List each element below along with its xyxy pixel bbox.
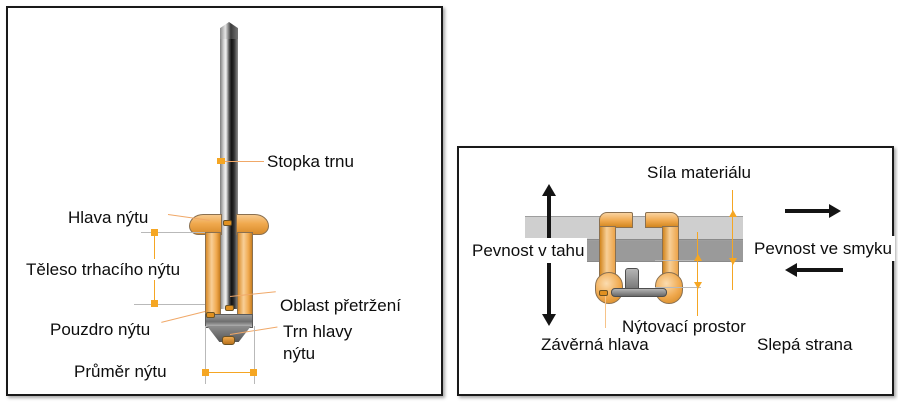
mandrel-head-marker xyxy=(222,336,235,345)
tension-arrow-head-up xyxy=(542,184,556,196)
rivet-joint-panel: Síla materiálu Nýtovací prostor Pevnost … xyxy=(457,146,895,396)
head-flange-marker xyxy=(223,220,232,226)
label-shear-strength: Pevnost ve smyku xyxy=(751,236,895,261)
rivet-body-left-wall xyxy=(205,232,221,318)
dim-arrow-riveting-top xyxy=(694,254,702,261)
label-tensile-strength: Pevnost v tahu xyxy=(469,238,588,263)
label-riveting-space: Nýtovací prostor xyxy=(622,316,746,337)
ext-line-diam-left xyxy=(205,326,206,384)
sleeve-marker xyxy=(206,312,215,318)
label-blind-side: Slepá strana xyxy=(757,334,853,355)
label-rivet-head: Hlava nýtu xyxy=(68,207,149,228)
shear-arrow-head-left xyxy=(785,263,797,277)
rivet-illustration xyxy=(189,22,269,362)
ext-line-body-bottom xyxy=(134,304,205,305)
material-sheet-upper xyxy=(525,216,743,240)
mandrel-tip xyxy=(220,22,238,40)
dimension-riveting-space xyxy=(697,232,698,318)
dim-arrow-thickness-top xyxy=(729,210,737,217)
mandrel-remnant-plate xyxy=(611,288,667,297)
ext-line-riveting-top xyxy=(655,260,701,261)
shear-arrow-top-shaft xyxy=(785,209,831,213)
break-zone-marker xyxy=(225,305,234,311)
closing-head-marker xyxy=(599,290,608,296)
label-break-zone: Oblast přetržení xyxy=(280,295,401,316)
ext-line-diam-right xyxy=(254,326,255,384)
ext-line-riveting-bottom xyxy=(655,287,701,288)
leader-mandrel-stem xyxy=(224,161,264,162)
dimension-material-thickness xyxy=(732,190,733,290)
dim-tick-body-bottom xyxy=(151,300,158,307)
tension-arrow-head-down xyxy=(542,314,556,326)
leader-tick-mandrel-stem xyxy=(217,158,225,164)
set-head-left xyxy=(599,212,633,228)
dim-arrow-thickness-bottom xyxy=(729,258,737,265)
closing-head-right xyxy=(655,272,683,304)
mandrel-stem-shaft xyxy=(220,39,238,309)
dimension-rivet-diameter xyxy=(205,372,254,373)
leader-closing-head xyxy=(605,296,606,328)
rivet-body-right-wall xyxy=(237,232,253,318)
dim-tick-diam-right xyxy=(250,369,257,376)
label-closing-head: Závěrná hlava xyxy=(541,334,649,355)
dim-arrow-riveting-bottom xyxy=(694,282,702,289)
installed-rivet-illustration xyxy=(519,176,799,326)
dim-tick-body-top xyxy=(151,229,158,236)
label-rivet-sleeve: Pouzdro nýtu xyxy=(50,319,151,340)
label-mandrel-stem: Stopka trnu xyxy=(267,151,354,172)
shear-arrow-head-right xyxy=(829,204,841,218)
label-rivet-body: Těleso trhacího nýtu xyxy=(26,259,181,280)
label-mandrel-head-line2: nýtu xyxy=(283,343,316,364)
dim-tick-diam-left xyxy=(202,369,209,376)
label-mandrel-head-line1: Trn hlavy xyxy=(283,321,353,342)
mandrel-head-cone xyxy=(207,326,251,342)
shear-arrow-bottom-shaft xyxy=(797,268,843,272)
label-material-thickness: Síla materiálu xyxy=(647,162,751,183)
ext-line-body-top xyxy=(141,232,205,233)
label-rivet-diameter: Průměr nýtu xyxy=(74,361,167,382)
rivet-anatomy-panel: Stopka trnu Hlava nýtu Těleso trhacího n… xyxy=(6,6,443,396)
